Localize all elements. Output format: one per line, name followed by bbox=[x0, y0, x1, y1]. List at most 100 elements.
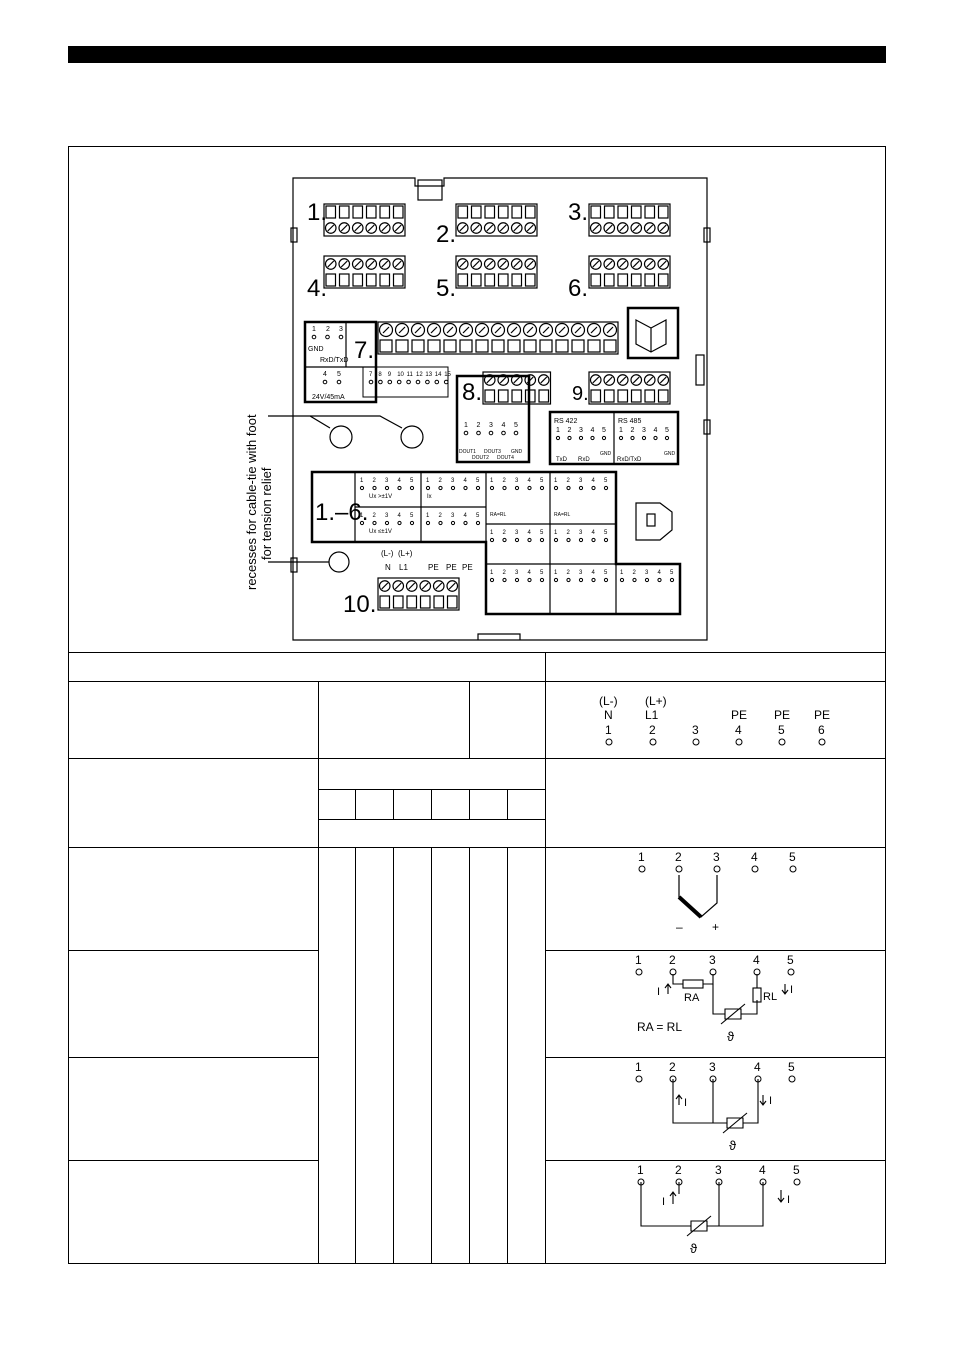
pwr-top-1: (L+) bbox=[645, 694, 667, 708]
screw-terminal bbox=[603, 222, 616, 234]
b16-pin-1: 1 bbox=[490, 570, 494, 576]
b10-n: N bbox=[385, 563, 391, 572]
terminal-dot bbox=[692, 738, 700, 746]
b9-485-pin-1: 1 bbox=[619, 427, 623, 434]
wire-cage bbox=[590, 389, 602, 403]
terminal-dot bbox=[751, 865, 759, 873]
wire-cage bbox=[392, 205, 404, 219]
b16-pin-1: 1 bbox=[426, 513, 430, 519]
screw-terminal bbox=[589, 258, 602, 270]
wire-cage bbox=[338, 273, 350, 287]
b16-pin-4: 4 bbox=[464, 478, 468, 484]
b16-pin-2: 2 bbox=[373, 478, 377, 484]
screw-terminal bbox=[630, 222, 643, 234]
screw-terminal bbox=[657, 374, 670, 386]
b16-pin-4: 4 bbox=[658, 570, 662, 576]
b16-pin-3: 3 bbox=[451, 513, 455, 519]
b8-dout1: DOUT1 bbox=[459, 449, 476, 455]
b16-pin-1: 1 bbox=[554, 570, 558, 576]
wire-cage bbox=[524, 273, 536, 287]
b9-rxdtxd: RxD/TxD bbox=[617, 457, 642, 463]
screw-terminal bbox=[602, 322, 618, 338]
b7-pin-9: 9 bbox=[388, 372, 392, 378]
group-label-5: 5. bbox=[436, 275, 456, 302]
terminal-block bbox=[588, 203, 671, 237]
wire-cage bbox=[644, 389, 656, 403]
wire-cage bbox=[379, 273, 391, 287]
recess-circle bbox=[328, 551, 350, 573]
r4-pins-2: 2 bbox=[675, 1163, 682, 1177]
wire-cage bbox=[338, 205, 350, 219]
wire-cage bbox=[411, 339, 425, 353]
wire-cage bbox=[555, 339, 569, 353]
b16-pin-2: 2 bbox=[567, 530, 571, 536]
wire-cage bbox=[379, 595, 391, 609]
wire-cage bbox=[590, 273, 602, 287]
wire-cage bbox=[392, 595, 404, 609]
r4-pins-5: 5 bbox=[793, 1163, 800, 1177]
screw-terminal bbox=[351, 258, 364, 270]
screw-terminal bbox=[510, 374, 523, 386]
r4-i-left: I bbox=[662, 1196, 665, 1208]
top-clip bbox=[417, 179, 443, 201]
b16-pin-5: 5 bbox=[670, 570, 674, 576]
b16-pin-5: 5 bbox=[476, 513, 480, 519]
b16-pin-2: 2 bbox=[373, 513, 377, 519]
wire-cage bbox=[475, 339, 489, 353]
wire-cage bbox=[484, 205, 496, 219]
b9-422-pin-2: 2 bbox=[568, 427, 572, 434]
screw-terminal bbox=[378, 222, 391, 234]
screw-terminal bbox=[616, 258, 629, 270]
screw-terminal bbox=[483, 258, 496, 270]
group-label-9: 9. bbox=[572, 383, 589, 405]
b7-pin-10: 10 bbox=[397, 372, 404, 378]
b16-pin-4: 4 bbox=[528, 530, 532, 536]
wire-cage bbox=[539, 339, 553, 353]
screw-terminal bbox=[586, 322, 602, 338]
b16-ux-le: Ux ≤±1V bbox=[369, 529, 392, 535]
b10-pe-2: PE bbox=[446, 563, 457, 572]
wire-cage bbox=[657, 273, 669, 287]
recess-label-line2: for tension relief bbox=[259, 467, 274, 560]
screw-terminal bbox=[470, 222, 483, 234]
screw-terminal bbox=[470, 258, 483, 270]
tc-plus: + bbox=[712, 920, 719, 934]
group-label-10: 10. bbox=[343, 591, 376, 618]
b16-pin-5: 5 bbox=[604, 478, 608, 484]
screw-terminal bbox=[497, 258, 510, 270]
tc-pins-3: 3 bbox=[713, 850, 720, 864]
wire-cage bbox=[587, 339, 601, 353]
wire-cage bbox=[419, 595, 431, 609]
screw-terminal bbox=[442, 322, 458, 338]
rtd-sensor bbox=[726, 1117, 744, 1129]
b8-pin-1: 1 bbox=[464, 422, 468, 429]
terminal-dot bbox=[789, 865, 797, 873]
wire-cage bbox=[590, 205, 602, 219]
group-label-1-6: 1.–6. bbox=[315, 499, 368, 526]
b16-ux-ge: Ux >±1V bbox=[369, 494, 392, 500]
wire-cage bbox=[497, 389, 509, 403]
screw-terminal bbox=[643, 258, 656, 270]
b16-pin-5: 5 bbox=[604, 570, 608, 576]
group-label-4: 4. bbox=[307, 275, 327, 302]
recess-circle bbox=[329, 425, 353, 449]
wire-cage bbox=[603, 205, 615, 219]
tc-minus: – bbox=[676, 920, 683, 934]
r2-pins-3: 3 bbox=[709, 953, 716, 967]
screw-terminal bbox=[497, 374, 510, 386]
rtd-sensor bbox=[724, 1008, 742, 1020]
screw-terminal bbox=[570, 322, 586, 338]
wire-cage bbox=[443, 339, 457, 353]
wire-cage bbox=[470, 273, 482, 287]
screw-terminal bbox=[657, 258, 670, 270]
screw-terminal bbox=[630, 258, 643, 270]
ra-resistor bbox=[682, 979, 704, 989]
b9-485-pin-2: 2 bbox=[631, 427, 635, 434]
wire-cage bbox=[325, 273, 337, 287]
b16-pin-5: 5 bbox=[410, 478, 414, 484]
wire-cage bbox=[325, 205, 337, 219]
b7-pin-13: 13 bbox=[425, 372, 432, 378]
r2-i-right: I bbox=[790, 984, 793, 996]
terminal-dot bbox=[793, 1178, 801, 1186]
